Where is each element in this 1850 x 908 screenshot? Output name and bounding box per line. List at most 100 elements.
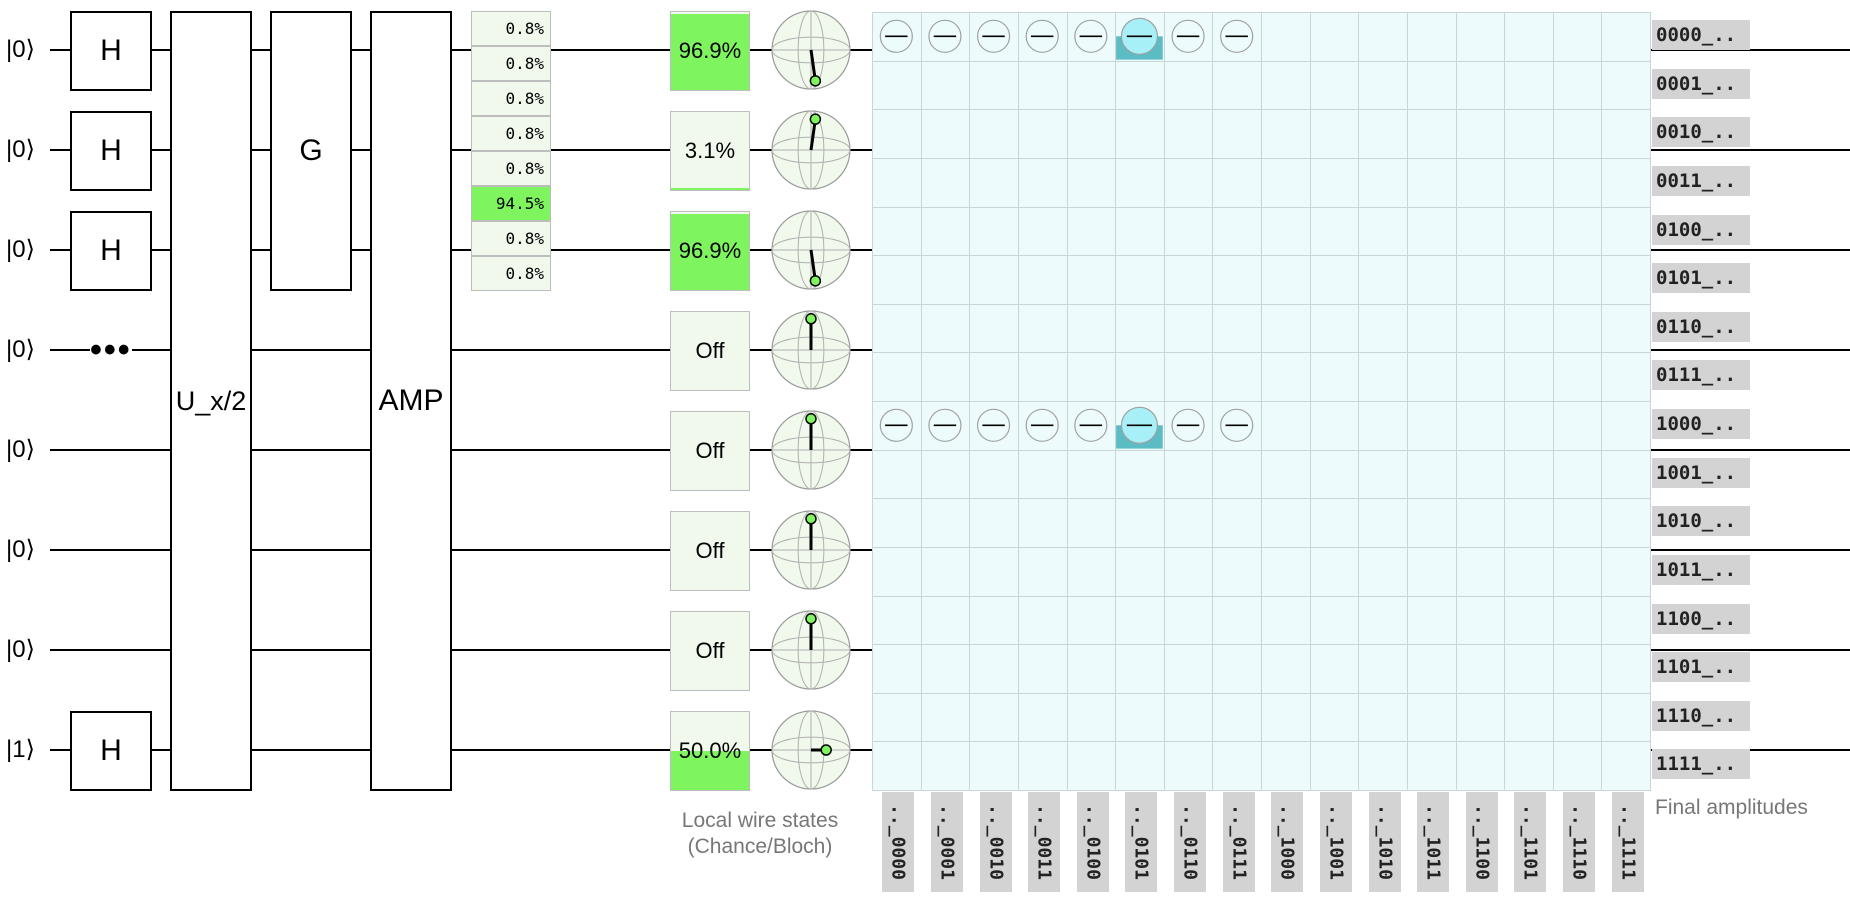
amplitude-cell	[969, 157, 1019, 208]
chance-fill	[671, 187, 749, 190]
amplitude-cell	[872, 595, 922, 646]
amplitude-cell	[1504, 692, 1554, 743]
amplitude-cell	[1261, 12, 1311, 62]
amplitude-cell	[969, 546, 1019, 597]
amplitude-cell	[1358, 352, 1408, 402]
amplitude-cell	[920, 60, 971, 111]
amplitude-cell	[1261, 60, 1311, 111]
input-ket-2[interactable]: |0⟩	[6, 236, 50, 264]
input-ket-7[interactable]: |1⟩	[6, 736, 50, 764]
amplitude-cell	[1358, 546, 1408, 597]
amplitude-cell	[1309, 12, 1360, 62]
oracle-gate[interactable]: U_x/2	[170, 11, 252, 791]
amplitude-cell	[1406, 692, 1457, 743]
amplitude-cell	[1163, 595, 1214, 646]
amplitude-cell	[1455, 692, 1506, 743]
amplitude-cell	[969, 12, 1019, 62]
input-ket-6[interactable]: |0⟩	[6, 636, 50, 664]
amplitude-cell	[872, 401, 922, 451]
amplitude-cell	[1406, 546, 1457, 597]
amplitude-cell	[1455, 449, 1506, 500]
amplitude-cell	[1017, 60, 1068, 111]
amplitude-cell	[1504, 449, 1554, 500]
amplitude-cell	[1504, 206, 1554, 257]
amplitude-cell	[1017, 546, 1068, 597]
chance-display-4[interactable]: Off	[670, 411, 750, 491]
h-gate-wire-1[interactable]: H	[70, 111, 152, 191]
row-label-7: 0111_..	[1652, 360, 1750, 391]
column-label-12: .._1100	[1465, 792, 1498, 892]
amplitude-cell	[969, 644, 1019, 694]
h-gate-wire-0[interactable]: H	[70, 11, 152, 91]
amplitude-cell	[920, 255, 971, 305]
amplitude-cell	[1601, 546, 1651, 597]
amplitude-cell	[1358, 206, 1408, 257]
grover-gate[interactable]: G	[270, 11, 352, 291]
input-ket-5[interactable]: |0⟩	[6, 536, 50, 564]
chance-display-1[interactable]: 3.1%	[670, 111, 750, 191]
amplitude-cell	[1017, 692, 1068, 743]
h-gate-wire-7[interactable]: H	[70, 711, 152, 791]
amplitude-cell	[872, 692, 922, 743]
amplitude-cell	[1309, 498, 1360, 548]
amplitude-cell	[1017, 449, 1068, 500]
amplitude-cell	[1552, 303, 1603, 354]
ellipsis-gate[interactable]: •••	[90, 331, 132, 369]
amplitude-cell	[872, 157, 922, 208]
amplitude-cell	[1455, 109, 1506, 159]
amplitude-cell	[1455, 303, 1506, 354]
amplitude-cell	[1017, 206, 1068, 257]
column-label-4: .._0100	[1076, 792, 1109, 892]
amplitude-cell	[1455, 741, 1506, 791]
chance-display-7[interactable]: 50.0%	[670, 711, 750, 791]
amplitude-grid[interactable]	[872, 12, 1651, 791]
amplitude-cell	[1017, 255, 1068, 305]
amplitude-cell	[1212, 546, 1262, 597]
column-label-13: .._1101	[1514, 792, 1547, 892]
amplitude-cell	[1601, 157, 1651, 208]
local-states-caption: Local wire states (Chance/Bloch)	[660, 808, 860, 860]
amplitude-cell	[1601, 595, 1651, 646]
amplitude-cell	[1552, 498, 1603, 548]
display-cell-5: 94.5%	[471, 186, 551, 221]
input-ket-3[interactable]: |0⟩	[6, 336, 50, 364]
amplitude-cell	[1066, 60, 1117, 111]
column-label-text: .._0101	[1130, 804, 1152, 880]
chance-display-0[interactable]: 96.9%	[670, 11, 750, 91]
chance-display-5[interactable]: Off	[670, 511, 750, 591]
amplitude-cell	[1066, 109, 1117, 159]
amplitude-cell	[1358, 303, 1408, 354]
amplitude-cell	[1163, 60, 1214, 111]
amplitude-cell	[920, 692, 971, 743]
row-label-0: 0000_..	[1652, 20, 1750, 50]
amplitude-cell	[1115, 644, 1165, 694]
amplitude-cell	[1601, 60, 1651, 111]
amplitude-cell	[1212, 692, 1262, 743]
chance-display-3[interactable]: Off	[670, 311, 750, 391]
amplitude-cell	[1261, 109, 1311, 159]
amplitude-cell	[1504, 12, 1554, 62]
chance-display-2[interactable]: 96.9%	[670, 211, 750, 291]
h-gate-wire-2[interactable]: H	[70, 211, 152, 291]
amplitude-cell	[1552, 741, 1603, 791]
amplitude-cell	[872, 60, 922, 111]
amplitude-cell	[1552, 352, 1603, 402]
input-ket-1[interactable]: |0⟩	[6, 136, 50, 164]
chance-display-6[interactable]: Off	[670, 611, 750, 691]
amplitude-cell	[1163, 449, 1214, 500]
display-cell-4: 0.8%	[471, 151, 551, 186]
amp-gate[interactable]: AMP	[370, 11, 452, 791]
amplitude-cell	[1115, 352, 1165, 402]
chance-label: 96.9%	[678, 38, 742, 63]
input-ket-0[interactable]: |0⟩	[6, 36, 50, 64]
column-label-text: .._1011	[1422, 804, 1444, 880]
input-ket-4[interactable]: |0⟩	[6, 436, 50, 464]
amplitude-cell	[1601, 303, 1651, 354]
amplitude-cell	[1115, 255, 1165, 305]
amplitude-cell	[969, 255, 1019, 305]
amplitude-cell	[1066, 206, 1117, 257]
row-label-8: 1000_..	[1652, 409, 1750, 439]
amplitude-cell	[1504, 595, 1554, 646]
amplitude-cell	[1212, 12, 1262, 62]
amplitude-cell	[1066, 692, 1117, 743]
